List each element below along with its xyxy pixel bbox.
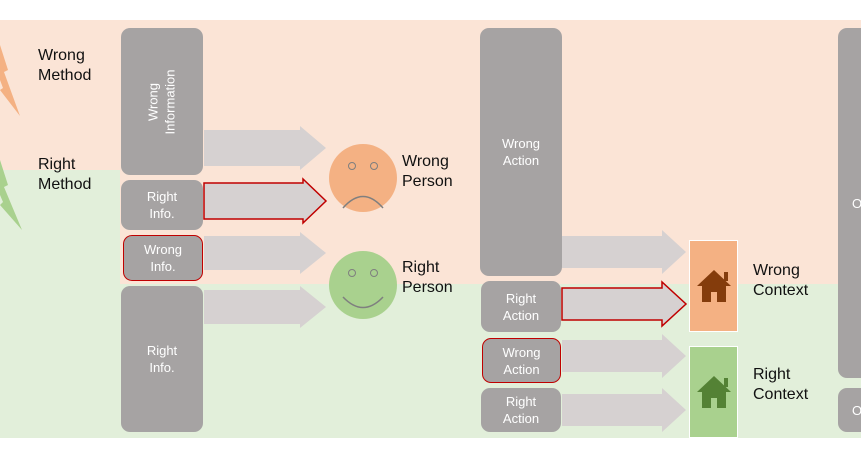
wrong-action-box-small: Wrong Action [482, 338, 561, 383]
wrong-action-box-large: Wrong Action [480, 28, 562, 276]
right-edge-top-label: O [852, 195, 861, 211]
wrong-context-box [689, 240, 738, 332]
arrow-right-action-2 [562, 388, 686, 432]
wrong-action-large-label: Wrong Action [501, 136, 541, 168]
arrow-wrong-info [204, 232, 326, 274]
right-info-box-large: Right Info. [121, 286, 203, 432]
arrow-wrong-action-large [562, 230, 686, 274]
right-context-box [689, 346, 738, 438]
arrow-wrong-information [204, 126, 326, 170]
wrong-method-label: Wrong Method [38, 47, 92, 84]
right-context-label: Right Context [753, 366, 809, 403]
wrong-context-label: Wrong Context [753, 262, 809, 299]
right-context-house-icon [696, 376, 731, 408]
right-method-label: Right Method [38, 156, 92, 193]
right-info-box-small: Right Info. [121, 180, 203, 230]
right-edge-bottom-label: O [852, 402, 861, 418]
right-action-1-label: Right Action [502, 290, 540, 323]
happy-face-icon [329, 251, 397, 319]
right-edge-box-top: O [838, 28, 861, 378]
wrong-info-label: Wrong Info. [143, 242, 183, 274]
right-action-box-1: Right Action [481, 281, 561, 332]
right-edge-box-bottom: O [838, 388, 861, 432]
right-action-box-2: Right Action [481, 388, 561, 432]
arrow-right-info-highlight [203, 177, 328, 225]
right-info-large-label: Right Info. [146, 343, 178, 375]
wrong-information-box: Wrong Information [121, 28, 203, 175]
wrong-info-box: Wrong Info. [123, 235, 203, 281]
right-person-label: Right Person [402, 259, 453, 296]
right-method-lightning-icon [0, 160, 22, 230]
arrow-right-info-large [204, 286, 326, 328]
sad-face-icon [329, 144, 397, 212]
right-action-2-label: Right Action [502, 394, 540, 426]
arrow-right-action-highlight [561, 280, 688, 328]
wrong-action-small-label: Wrong Action [502, 344, 541, 377]
wrong-method-lightning-icon [0, 45, 20, 116]
right-info-small-label: Right Info. [146, 189, 178, 221]
wrong-context-house-icon [696, 270, 731, 302]
wrong-person-label: Wrong Person [402, 153, 453, 190]
wrong-information-label: Wrong Information [145, 68, 178, 135]
arrow-wrong-action-small [562, 334, 686, 378]
